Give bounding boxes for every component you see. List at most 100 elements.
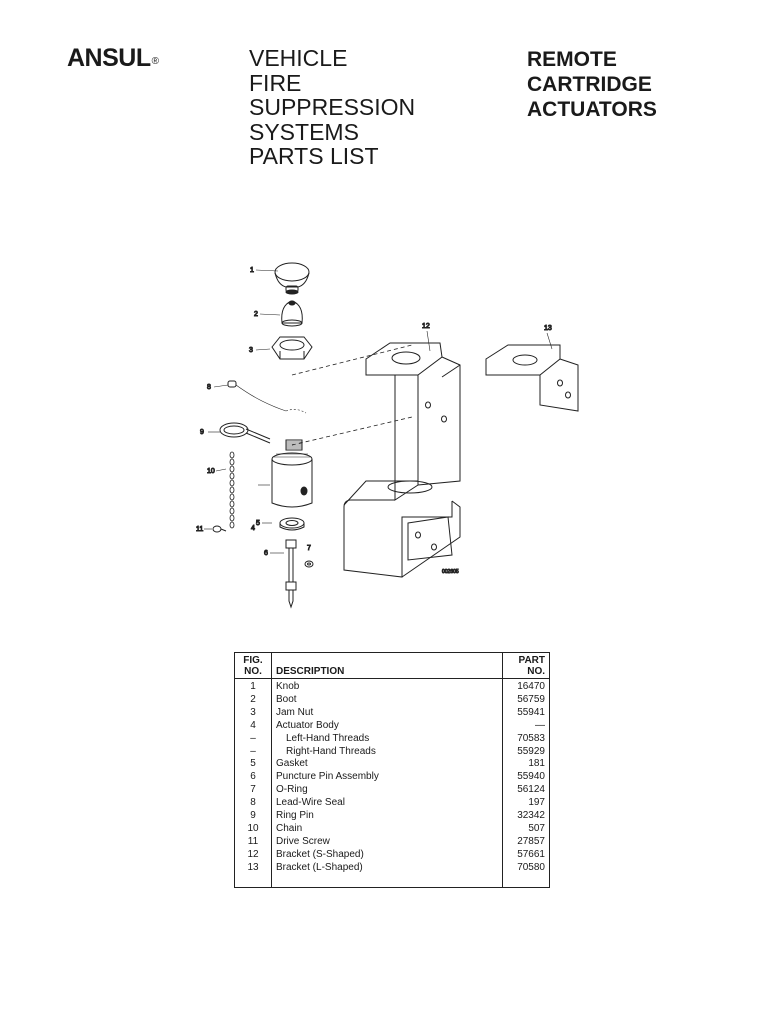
title-line: FIRE	[249, 69, 302, 96]
actuator-body-part	[271, 439, 313, 508]
description-cell: Bracket (S-Shaped)	[276, 848, 364, 860]
table-row: 11 Drive Screw 27857	[234, 835, 550, 849]
fig-no-cell: –	[234, 745, 272, 759]
subtitle-line: ACTUATORS	[527, 98, 657, 121]
callout-7: 7	[307, 545, 311, 552]
table-row: 5 Gasket 181	[234, 758, 550, 772]
fig-no-cell: 8	[234, 797, 272, 811]
callout-10: 10	[207, 468, 215, 475]
description-cell: Chain	[276, 822, 303, 834]
brand-name: ANSUL	[67, 44, 151, 72]
part-no-cell: 16470	[502, 678, 550, 694]
table-row: 12 Bracket (S-Shaped) 57661	[234, 848, 550, 862]
o-ring-part	[304, 560, 314, 568]
fig-no-cell: 1	[234, 678, 272, 694]
leader-lines	[204, 269, 553, 554]
part-no-cell: 181	[502, 758, 550, 772]
description-cell: Ring Pin	[276, 810, 314, 822]
table-row: 6 Puncture Pin Assembly 55940	[234, 771, 550, 785]
fig-no-cell: 11	[234, 835, 272, 849]
fig-no-cell: 5	[234, 758, 272, 772]
part-no-cell: 27857	[502, 835, 550, 849]
assembly-guide-lines	[291, 344, 413, 446]
part-no-cell: 507	[502, 822, 550, 836]
part-no-cell: 55941	[502, 706, 550, 720]
part-no-cell: 57661	[502, 848, 550, 862]
fig-no-header: FIG.NO.	[234, 652, 272, 679]
part-no-cell: —	[502, 719, 550, 733]
description-cell: Lead-Wire Seal	[276, 797, 345, 809]
subtitle-line: CARTRIDGE	[527, 73, 652, 96]
knob-part	[274, 262, 310, 295]
table-row: 9 Ring Pin 32342	[234, 810, 550, 823]
callout-4: 4	[251, 525, 255, 532]
description-cell: Actuator Body	[276, 719, 339, 731]
fig-no-cell: 6	[234, 771, 272, 785]
drive-screw-part	[212, 525, 227, 533]
part-no-cell: 70583	[502, 732, 550, 746]
table-row: 1 Knob 16470	[234, 678, 550, 694]
exploded-parts-diagram: 1 2 3 4 5 6 7 8 9 10 11 12 13 002605	[196, 262, 579, 609]
brand-logo: ANSUL®	[67, 44, 159, 73]
callout-11: 11	[196, 526, 203, 533]
title-line: SUPPRESSION	[249, 94, 416, 120]
callout-6: 6	[264, 550, 268, 557]
ring-pin-part	[219, 422, 271, 444]
title-line: PARTS LIST	[249, 143, 379, 169]
boot-part	[281, 300, 303, 327]
description-cell: Bracket (L-Shaped)	[276, 861, 363, 873]
description-cell: Jam Nut	[276, 706, 314, 718]
table-row: 7 O-Ring 56124	[234, 784, 550, 798]
part-no-cell: 56124	[502, 784, 550, 798]
part-no-cell: 56759	[502, 693, 550, 707]
description-cell: Left-Hand Threads	[286, 732, 370, 744]
callout-12: 12	[422, 323, 430, 330]
fig-no-cell: 4	[234, 719, 272, 733]
description-cell: O-Ring	[276, 784, 308, 796]
callout-1: 1	[250, 267, 254, 274]
description-header: DESCRIPTION	[271, 652, 503, 679]
part-no-cell: 32342	[502, 810, 550, 823]
fig-no-cell: 12	[234, 848, 272, 862]
fig-no-cell: 3	[234, 706, 272, 720]
fig-no-cell: 10	[234, 822, 272, 836]
table-row: – Left-Hand Threads 70583	[234, 732, 550, 746]
registered-mark: ®	[151, 56, 159, 67]
description-cell: Puncture Pin Assembly	[276, 771, 379, 783]
jam-nut-part	[271, 336, 313, 360]
callout-5: 5	[256, 520, 260, 527]
drawing-number: 002605	[442, 569, 459, 575]
puncture-pin-part	[285, 539, 297, 609]
fig-no-cell: 9	[234, 810, 272, 823]
part-no-cell: 55929	[502, 745, 550, 759]
table-row: 10 Chain 507	[234, 822, 550, 836]
fig-no-cell: –	[234, 732, 272, 746]
description-cell: Knob	[276, 681, 300, 692]
part-no-cell: 55940	[502, 771, 550, 785]
page-subtitle: REMOTE CARTRIDGE ACTUATORS	[527, 47, 657, 122]
description-cell: Right-Hand Threads	[286, 745, 376, 757]
lead-wire-seal-part	[227, 380, 307, 414]
part-no-cell: 197	[502, 797, 550, 811]
table-row: 8 Lead-Wire Seal 197	[234, 797, 550, 811]
description-cell: Drive Screw	[276, 835, 330, 847]
l-bracket-part	[485, 344, 579, 412]
subtitle-line: REMOTE	[527, 48, 617, 71]
fig-no-cell: 13	[234, 861, 272, 888]
fig-no-cell: 7	[234, 784, 272, 798]
title-line: SYSTEMS	[249, 118, 359, 145]
fig-no-cell: 2	[234, 693, 272, 707]
callout-9: 9	[200, 429, 204, 436]
title-line: VEHICLE	[249, 45, 348, 71]
callout-13: 13	[544, 325, 552, 332]
table-row: – Right-Hand Threads 55929	[234, 745, 550, 759]
description-cell: Gasket	[276, 758, 308, 770]
callout-3: 3	[249, 347, 253, 354]
table-row: 4 Actuator Body —	[234, 719, 550, 733]
